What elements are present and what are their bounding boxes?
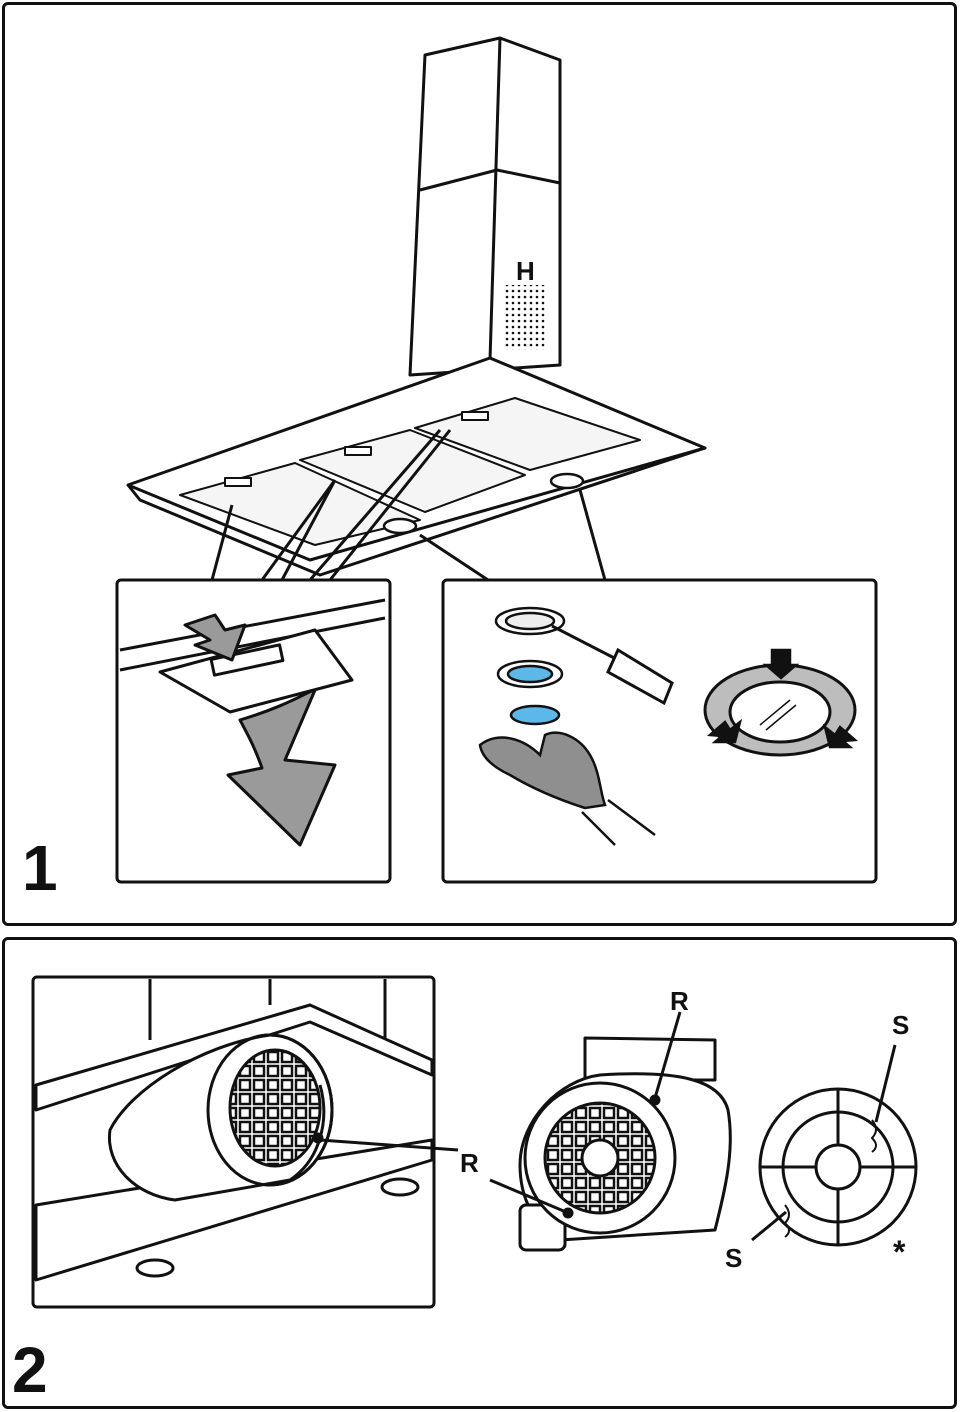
press-arrow-icon [822, 723, 859, 749]
motor-screw-label-top: R [670, 986, 689, 1016]
step-2-number: 2 [12, 1334, 48, 1406]
seal-clip-icon [870, 1119, 877, 1153]
press-arrow-icon [183, 613, 247, 662]
lamp-detail-box [441, 578, 878, 884]
lamp-detail [478, 606, 859, 846]
seal-label-top: S [892, 1010, 910, 1040]
hood-panel-label: H [516, 256, 535, 286]
step-1-number: 1 [22, 832, 58, 904]
lamp-icon [382, 517, 418, 535]
screwdriver-icon [551, 624, 674, 706]
lamp-icon [549, 472, 585, 490]
vent-grille-icon [505, 285, 545, 350]
seal-label-bottom: S [725, 1243, 743, 1273]
motor-unit [489, 1011, 732, 1252]
motor-installed-view [34, 979, 459, 1282]
filter-detail [119, 598, 386, 847]
seal-ring [751, 1044, 918, 1247]
leader-lines [210, 429, 607, 582]
press-arrow-icon [706, 718, 743, 744]
pull-down-arrow-icon [226, 688, 337, 847]
glove-hand-icon [478, 731, 607, 810]
seal-clip-icon [783, 1204, 790, 1238]
motor-screw-label-left: R [460, 1148, 479, 1178]
chimney-hood [126, 36, 707, 577]
press-arrow-icon [762, 648, 800, 680]
seal-note-mark: * [893, 1234, 906, 1270]
